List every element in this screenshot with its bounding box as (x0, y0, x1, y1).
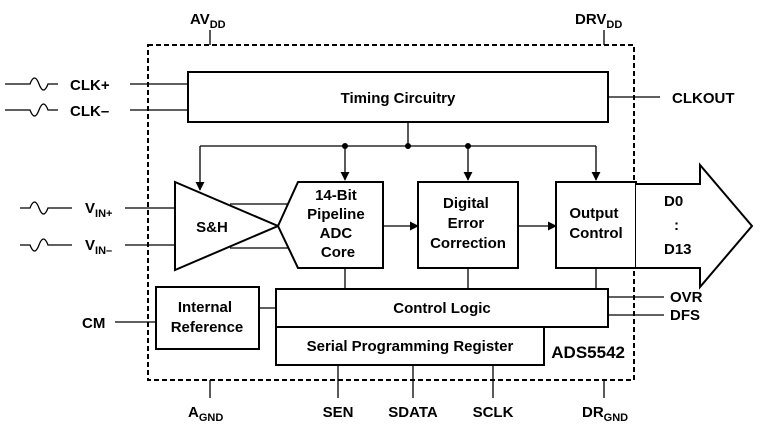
output-d13-label: D13 (664, 241, 692, 258)
junction-dot (465, 143, 471, 149)
vin-pos-pin-label: VIN+ (85, 200, 112, 220)
clk-pos-sine-icon (5, 77, 58, 91)
clk-neg-pin-label: CLK– (70, 103, 109, 120)
internal-reference-block (155, 286, 260, 350)
sample-and-hold-label: S&H (196, 219, 228, 236)
drgnd-pin-label: DRGND (582, 404, 628, 424)
sclk-pin-label: SCLK (473, 404, 514, 421)
junction-dot (342, 143, 348, 149)
digital-error-correction-label: Digital Error Correction (430, 195, 506, 252)
agnd-pin-label: AGND (188, 404, 223, 424)
adc-core-label: 14-Bit Pipeline ADC Core (307, 187, 369, 261)
output-data-bus-arrow (636, 162, 754, 290)
output-ellipsis-label: : (674, 217, 679, 234)
chip-boundary (147, 44, 635, 381)
internal-reference-label: Internal Reference (171, 299, 244, 336)
vin-neg-sine-icon (20, 238, 72, 252)
sample-and-hold-block (174, 180, 281, 272)
vin-pos-sine-icon (20, 201, 72, 215)
clk-pos-pin-label: CLK+ (70, 77, 110, 94)
part-number-label: ADS5542 (551, 343, 625, 362)
sdata-pin-label: SDATA (388, 404, 438, 421)
avdd-pin-label: AVDD (190, 11, 226, 31)
serial-programming-register-block (275, 326, 545, 366)
adc-core-block (276, 181, 384, 269)
control-logic-label: Control Logic (393, 300, 491, 317)
sen-pin-label: SEN (323, 404, 354, 421)
junction-dot (405, 143, 411, 149)
drvdd-pin-label: DRVDD (575, 11, 622, 31)
ovr-pin-label: OVR (670, 289, 703, 306)
timing-circuitry-label: Timing Circuitry (341, 90, 456, 107)
dfs-pin-label: DFS (670, 307, 700, 324)
output-control-label: Output Control (569, 205, 622, 242)
output-control-block (555, 181, 637, 269)
serial-programming-register-label: Serial Programming Register (307, 338, 514, 355)
digital-error-correction-block (417, 181, 519, 269)
clkout-pin-label: CLKOUT (672, 90, 735, 107)
output-d0-label: D0 (664, 193, 683, 210)
cm-pin-label: CM (82, 315, 105, 332)
vin-neg-pin-label: VIN– (85, 237, 112, 257)
timing-circuitry-block (187, 71, 609, 123)
clk-neg-sine-icon (5, 103, 58, 117)
